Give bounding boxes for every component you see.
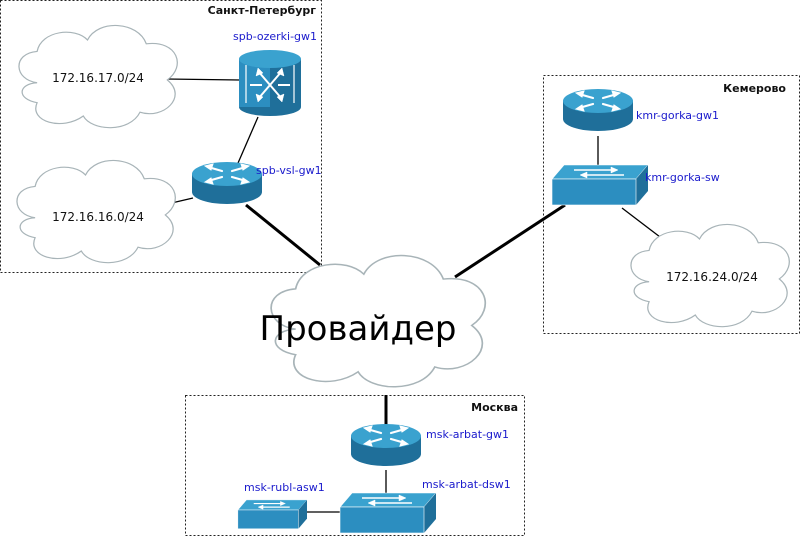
kmr-gorka-sw-label: kmr-gorka-sw [645,171,720,184]
device-msk-arbat-dsw1[interactable]: msk-arbat-dsw1 [339,478,511,534]
device-spb-ozerki-gw1[interactable]: spb-ozerki-gw1 [233,30,317,117]
cloud-net-24: 172.16.24.0/24 [630,223,790,328]
net-24-label: 172.16.24.0/24 [666,270,758,284]
link-kmrsw-net24 [621,207,665,241]
router-icon [349,422,423,468]
cloud-isp: Провайдер [260,254,487,388]
device-kmr-gorka-gw1[interactable]: kmr-gorka-gw1 [561,87,719,133]
spb-ozerki-gw1-label: spb-ozerki-gw1 [233,30,317,43]
spb-vsl-gw1-label: spb-vsl-gw1 [256,164,322,177]
region-label-kmr: Кемерово [723,82,786,95]
device-kmr-gorka-sw[interactable]: kmr-gorka-sw [551,164,720,206]
switch-icon [551,164,649,206]
msk-rubl-asw1-label: msk-rubl-asw1 [244,481,325,494]
link-ozerki-vsl [234,116,259,171]
cloud-net-16: 172.16.16.0/24 [16,159,176,264]
router-icon [561,87,635,133]
net-16-label: 172.16.16.0/24 [52,210,144,224]
region-box-spb [0,0,322,273]
isp-label: Провайдер [260,309,457,349]
link-vsl-isp [245,203,321,267]
device-spb-vsl-gw1[interactable]: spb-vsl-gw1 [190,160,322,206]
region-label-msk: Москва [471,401,518,414]
router-icon [190,160,264,206]
link-net17-ozerki [165,78,241,81]
switch-icon [237,499,308,530]
msk-arbat-dsw1-label: msk-arbat-dsw1 [422,478,511,491]
cloud-net-17: 172.16.17.0/24 [18,24,178,129]
kmr-gorka-gw1-label: kmr-gorka-gw1 [636,109,719,122]
region-label-spb: Санкт-Петербург [208,4,317,17]
msk-arbat-gw1-label: msk-arbat-gw1 [426,428,509,441]
multilayer-switch-icon [238,49,302,117]
device-msk-rubl-asw1[interactable]: msk-rubl-asw1 [237,481,325,530]
switch-icon [339,492,437,534]
net-17-label: 172.16.17.0/24 [52,71,144,85]
device-msk-arbat-gw1[interactable]: msk-arbat-gw1 [349,422,509,468]
link-isp-kmrsw [454,203,566,279]
